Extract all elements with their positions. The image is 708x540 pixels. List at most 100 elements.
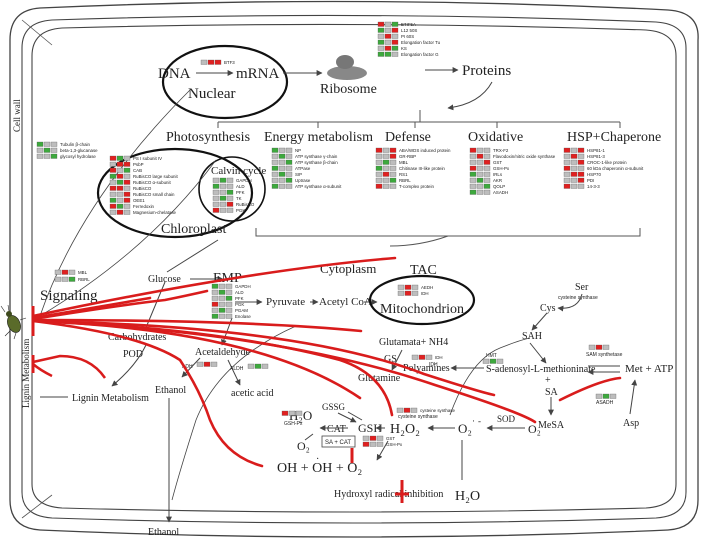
adh-block-0-1 <box>203 361 211 367</box>
defense-block-0-2 <box>389 147 397 153</box>
oxidative-block-5-0 <box>469 177 477 183</box>
defense-block-2-2 <box>389 159 397 165</box>
photo-block-1-2 <box>123 161 131 167</box>
insect-icon <box>0 304 27 340</box>
thin-connector-1 <box>171 325 297 501</box>
emp-block-5-2 <box>225 313 233 319</box>
cellwall-block-1-0 <box>36 147 44 153</box>
defense-block-2-0 <box>375 159 383 165</box>
aldh-block-0-1 <box>254 363 262 369</box>
emp-block-2-2 <box>225 295 233 301</box>
photo-block-7-2 <box>123 197 131 203</box>
ribosome-block-4-0 <box>377 45 385 51</box>
photo-protein-label: PsbP <box>133 162 144 167</box>
aldh-block-0-0 <box>247 363 255 369</box>
oxidative-block-2-0 <box>469 159 477 165</box>
hsp-block-3-0 <box>563 165 571 171</box>
energy-block-4-0 <box>271 171 279 177</box>
emp-protein-label: PFK <box>235 296 244 301</box>
cat-label: CAT <box>327 424 346 435</box>
photo-block-1-0 <box>109 161 117 167</box>
mesa-label: MeSA <box>538 420 565 431</box>
defense-block-0-1 <box>382 147 390 153</box>
oxidative-block-1-0 <box>469 153 477 159</box>
defense-block-2-1 <box>382 159 390 165</box>
gst-block-1-2 <box>376 441 384 447</box>
o2-cat-label: O₂ <box>297 439 310 453</box>
glutamate-to-glutamine-arrow <box>391 349 403 371</box>
calvin-block-0-2 <box>226 177 234 183</box>
calvin-block-4-0 <box>212 201 220 207</box>
photo-block-9-2 <box>123 209 131 215</box>
signaling-to-nucleus-line <box>39 89 191 317</box>
hsp-protein-label: 60 kDa chaperonin α-subunit <box>587 166 644 171</box>
defense-block-5-1 <box>382 177 390 183</box>
cell-membrane-outline <box>21 14 687 524</box>
hydroxyl-label: OH + OH + O₂ <box>277 461 362 476</box>
red-curve-to-hydroxyl <box>31 319 264 468</box>
emp-block-3-1 <box>218 301 226 307</box>
defense-block-3-1 <box>382 165 390 171</box>
emp-block-4-1 <box>218 307 226 313</box>
glutamate-label: Glutamata+ NH4 <box>379 337 448 348</box>
hsp-protein-label: 14-3-3 <box>587 184 600 189</box>
cellwall-block-0-1 <box>43 141 51 147</box>
oxidative-block-3-2 <box>483 165 491 171</box>
photo-protein-label: Ferredoxin <box>133 204 155 209</box>
energy-protein-label: NP <box>295 148 301 153</box>
cellwall-block-2-0 <box>36 153 44 159</box>
oxidative-block-6-1 <box>476 183 484 189</box>
energy-block-5-2 <box>285 177 293 183</box>
red-curve-to-emp <box>31 289 209 321</box>
glutamine-label: Glutamine <box>358 373 401 384</box>
h2o2-to-sah-line <box>449 337 531 416</box>
oxidative-protein-label: IRLs <box>493 172 503 177</box>
defense-block-3-0 <box>375 165 383 171</box>
pyruvate-label: Pyruvate <box>266 296 305 308</box>
regulatory-curves <box>31 256 622 468</box>
cellwall-protein-label: beta-1,3-glucanase <box>60 148 98 153</box>
gshpx-block-0-0 <box>281 410 289 416</box>
hsp-protein-label: HSP70 <box>587 172 601 177</box>
photo-protein-label: RuBisCO large subunit <box>133 174 178 179</box>
cysteine-synthase-label: cysteine synthase <box>558 295 598 301</box>
photo-block-1-1 <box>116 161 124 167</box>
energy-block-6-2 <box>285 183 293 189</box>
photo-block-3-2 <box>123 173 131 179</box>
emp-block-5-0 <box>211 313 219 319</box>
tac-protein-label: IDH <box>421 291 429 296</box>
ribosome-block-0-0 <box>377 21 385 27</box>
red-curve-sa-met <box>558 376 622 402</box>
calvin-block-0-0 <box>212 177 220 183</box>
defense-block-6-0 <box>375 183 383 189</box>
hsp-block-5-1 <box>570 177 578 183</box>
energy-block-0-1 <box>278 147 286 153</box>
samsyn-block-0-2 <box>602 344 610 350</box>
btf-block-0-2 <box>214 59 222 65</box>
photo-block-7-0 <box>109 197 117 203</box>
gst-block-0-1 <box>369 435 377 441</box>
calvin-protein-label: GAPDH <box>236 178 252 183</box>
oxidative-protein-label: GST <box>493 160 502 165</box>
photo-protein-label: RuBisCO <box>133 186 152 191</box>
defense-block-4-1 <box>382 171 390 177</box>
gsh-label: GSH <box>358 421 382 435</box>
calvin-block-2-0 <box>212 189 220 195</box>
oxidative-block-1-1 <box>476 153 484 159</box>
oxidative-protein-label: TRX-F2 <box>493 148 509 153</box>
oxidative-block-0-0 <box>469 147 477 153</box>
oxidative-block-7-1 <box>476 189 484 195</box>
cellwall-block-0-0 <box>36 141 44 147</box>
oxidative-protein-label: GSH-Px <box>493 166 510 171</box>
photo-block-0-1 <box>116 155 124 161</box>
red-curve-to-glutamate <box>31 318 363 333</box>
met-label: Met + ATP <box>625 363 673 375</box>
calvin-protein-label: TK <box>236 196 242 201</box>
red-curve-to-h2o2 <box>31 319 394 417</box>
photo-block-4-0 <box>109 179 117 185</box>
photo-protein-label: RuBisCO α-subunit <box>133 180 171 185</box>
samsyn-block-0-1 <box>595 344 603 350</box>
mrna-label: mRNA <box>236 66 280 82</box>
signal-protein-label: RBRL <box>78 277 90 282</box>
